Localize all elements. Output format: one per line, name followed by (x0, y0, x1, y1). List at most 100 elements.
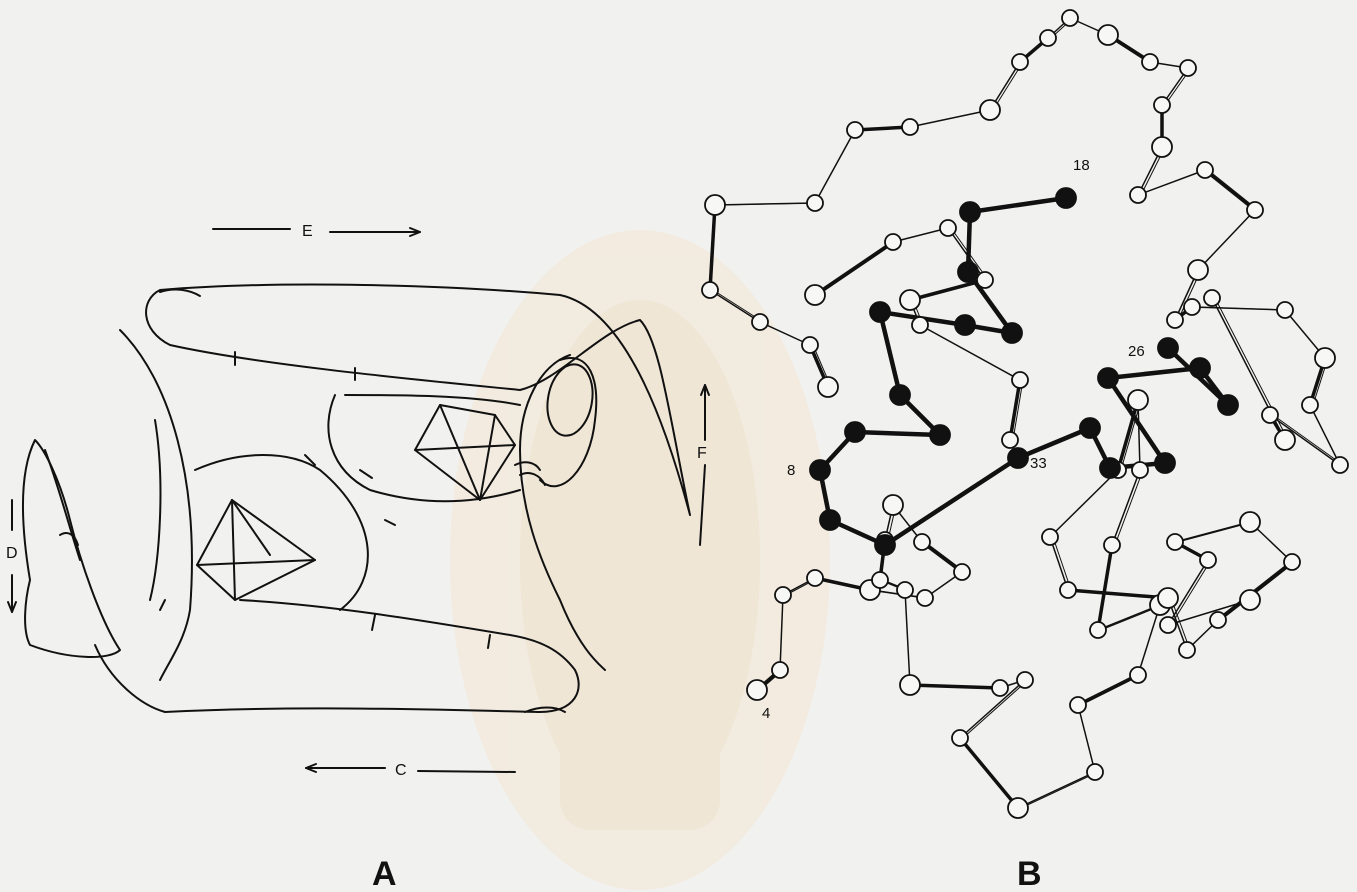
backbone-bond (1115, 470, 1143, 545)
backbone-bond (1310, 405, 1340, 465)
open-atom (1184, 299, 1200, 315)
open-atom (940, 220, 956, 236)
residue-label-8: 8 (787, 462, 795, 479)
open-atom (807, 195, 823, 211)
backbone-bond (1138, 605, 1160, 675)
residue-label-4: 4 (762, 705, 770, 722)
open-atom (977, 272, 993, 288)
open-atom (1154, 97, 1170, 113)
open-atom (917, 590, 933, 606)
open-atom (1210, 612, 1226, 628)
open-atom (1160, 617, 1176, 633)
open-atom (1012, 54, 1028, 70)
open-atom (1042, 529, 1058, 545)
open-atom (1180, 60, 1196, 76)
backbone-bond (815, 130, 855, 203)
filled-atom (1100, 458, 1120, 478)
open-atom (775, 587, 791, 603)
open-atom (1240, 590, 1260, 610)
open-atom (872, 572, 888, 588)
backbone-bond (1018, 428, 1090, 458)
backbone-bond (1078, 675, 1138, 705)
filled-atom (810, 460, 830, 480)
filled-atom (1098, 368, 1118, 388)
filled-atom (958, 262, 978, 282)
open-atom (1277, 302, 1293, 318)
filled-atom (930, 425, 950, 445)
open-atom (1008, 798, 1028, 818)
open-atom (1188, 260, 1208, 280)
open-atom (1090, 622, 1106, 638)
backbone-bond (815, 242, 893, 295)
open-atom (1315, 348, 1335, 368)
residue-label-26: 26 (1128, 343, 1145, 360)
backbone-bond (855, 432, 940, 435)
open-atom (1062, 10, 1078, 26)
filled-atom (1002, 323, 1022, 343)
backbone-bond (1108, 368, 1200, 378)
filled-atom (955, 315, 975, 335)
arrow-label-top: E (302, 223, 313, 240)
open-atom (1104, 537, 1120, 553)
backbone-bond (1205, 170, 1255, 210)
open-atom (1284, 554, 1300, 570)
open-atom (1087, 764, 1103, 780)
open-atom (1070, 697, 1086, 713)
filled-atom (1218, 395, 1238, 415)
backbone-bond (905, 590, 910, 685)
backbone-bond (885, 458, 1018, 545)
open-atom (1275, 430, 1295, 450)
open-atom (1204, 290, 1220, 306)
filled-atom (875, 535, 895, 555)
filled-atom (820, 510, 840, 530)
open-atom (1302, 397, 1318, 413)
open-atom (1240, 512, 1260, 532)
backbone-bond (1098, 545, 1112, 630)
panel-label-b: B (1017, 855, 1042, 892)
open-atom (1262, 407, 1278, 423)
open-atom (1098, 25, 1118, 45)
open-atom (1012, 372, 1028, 388)
open-atom (897, 582, 913, 598)
open-atom (900, 675, 920, 695)
open-atom (1167, 534, 1183, 550)
open-atom (1142, 54, 1158, 70)
backbone-bond (1021, 772, 1098, 808)
open-atom (802, 337, 818, 353)
open-atom (702, 282, 718, 298)
backbone-bond (910, 110, 990, 127)
open-atom (954, 564, 970, 580)
open-atom (807, 570, 823, 586)
backbone-bond (880, 312, 900, 395)
open-atom (902, 119, 918, 135)
filled-atom (1158, 338, 1178, 358)
open-atom (818, 377, 838, 397)
open-atom (1167, 312, 1183, 328)
open-atom (1130, 187, 1146, 203)
open-atom (752, 314, 768, 330)
open-atom (1017, 672, 1033, 688)
filled-atom (960, 202, 980, 222)
open-atom (992, 680, 1008, 696)
open-atom (1002, 432, 1018, 448)
watermark-emblem (450, 230, 830, 890)
open-atom (1247, 202, 1263, 218)
filled-atom (890, 385, 910, 405)
open-atom (747, 680, 767, 700)
backbone-bond (960, 738, 1018, 808)
filled-atom (1155, 453, 1175, 473)
filled-atom (1008, 448, 1028, 468)
backbone-bond (1221, 562, 1295, 620)
open-atom (952, 730, 968, 746)
filled-atom (1080, 418, 1100, 438)
backbone-bond (970, 198, 1066, 212)
arrow-label-left: D (6, 545, 18, 562)
filled-atom (1056, 188, 1076, 208)
open-atom (912, 317, 928, 333)
open-atom (1060, 582, 1076, 598)
open-atom (1200, 552, 1216, 568)
open-atom (705, 195, 725, 215)
open-atom (1130, 667, 1146, 683)
filled-atom (1190, 358, 1210, 378)
